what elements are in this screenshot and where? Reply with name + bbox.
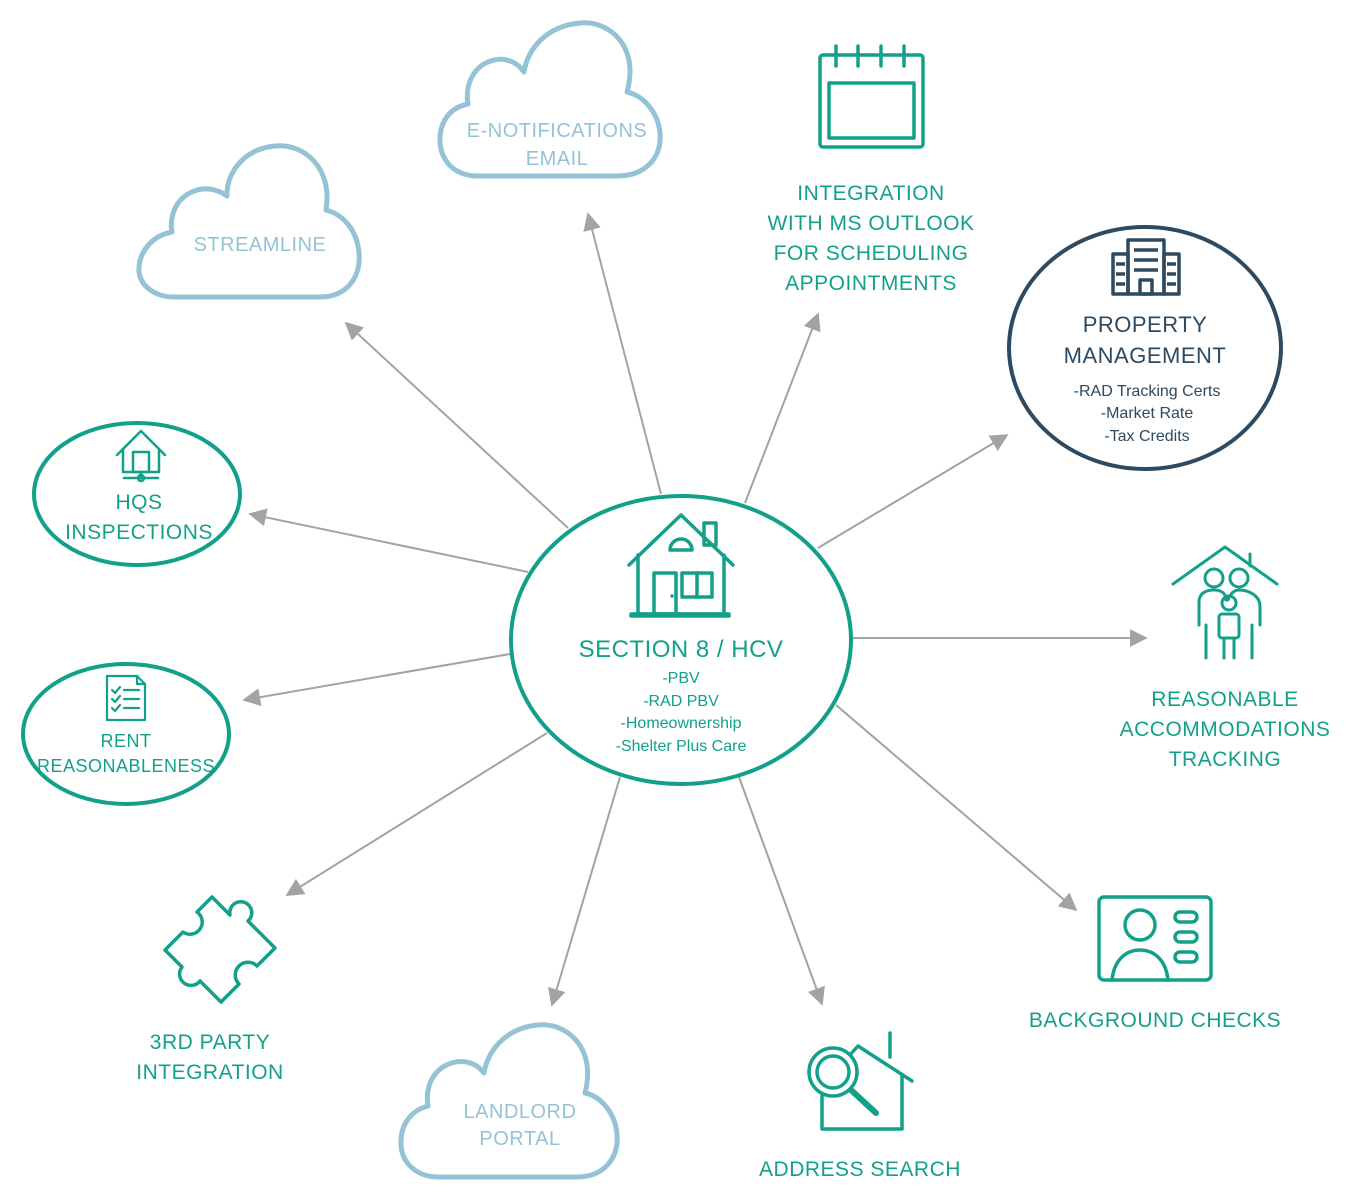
center-item-1: -PBV — [662, 670, 700, 687]
id-card-icon — [1097, 895, 1213, 982]
third-party-label-line-1: 3RD PARTY — [150, 1031, 270, 1054]
center-title: SECTION 8 / HCV — [579, 636, 784, 663]
outlook-label-line-2: WITH MS OUTLOOK — [768, 212, 975, 235]
streamline-node: STREAMLINE — [136, 143, 362, 300]
home-inspection-icon — [115, 429, 167, 483]
cloud-icon — [437, 20, 663, 179]
connectors — [242, 212, 1148, 1007]
center-item-4: -Shelter Plus Care — [616, 738, 747, 755]
outlook-label-line-1: INTEGRATION — [797, 182, 944, 205]
third-party-node: 3RD PARTY INTEGRATION — [136, 895, 283, 1084]
arrow-to-streamline — [344, 321, 569, 529]
landlord-node: LANDLORD PORTAL — [398, 1022, 620, 1180]
property-label-line-2: MANAGEMENT — [1064, 343, 1227, 368]
arrow-to-third-party — [285, 732, 548, 896]
arrow-to-hqs — [248, 508, 529, 573]
house-search-icon — [807, 1031, 914, 1131]
center-ellipse — [509, 494, 853, 786]
rent-label-line-1: RENT — [101, 731, 152, 751]
center-item-3: -Homeownership — [621, 715, 742, 732]
calendar-icon — [818, 44, 925, 149]
rent-node: RENT REASONABLENESS — [21, 662, 231, 806]
outlook-label-line-3: FOR SCHEDULING — [774, 242, 969, 265]
hqs-label-line-1: HQS — [115, 491, 162, 514]
reasonable-label-line-1: REASONABLE — [1151, 688, 1298, 711]
arrow-to-address — [738, 776, 825, 1006]
cloud-icon — [398, 1022, 620, 1180]
hqs-node: HQS INSPECTIONS — [32, 421, 242, 567]
property-label-line-1: PROPERTY — [1083, 312, 1208, 337]
e-notifications-label-line-1: E-NOTIFICATIONS — [467, 120, 647, 142]
house-icon — [627, 513, 735, 618]
e-notifications-node: E-NOTIFICATIONS EMAIL — [437, 20, 663, 179]
hqs-ellipse — [32, 421, 242, 567]
property-ellipse — [1007, 225, 1283, 471]
arrow-to-property — [817, 434, 1009, 549]
arrow-to-rent — [242, 653, 511, 707]
family-home-icon — [1171, 545, 1279, 660]
arrow-to-e-notifications — [583, 212, 662, 495]
rent-label-line-2: REASONABLENESS — [37, 756, 215, 776]
landlord-label-line-1: LANDLORD — [464, 1101, 577, 1123]
third-party-label-line-2: INTEGRATION — [136, 1061, 283, 1084]
background-node: BACKGROUND CHECKS — [1029, 895, 1281, 1032]
property-item-3: -Tax Credits — [1104, 428, 1189, 445]
background-label: BACKGROUND CHECKS — [1029, 1009, 1281, 1032]
landlord-label-line-2: PORTAL — [479, 1128, 560, 1150]
center-node: SECTION 8 / HCV -PBV -RAD PBV -Homeowner… — [509, 494, 853, 786]
rent-ellipse — [21, 662, 231, 806]
outlook-node: INTEGRATION WITH MS OUTLOOK FOR SCHEDULI… — [768, 44, 975, 295]
reasonable-node: REASONABLE ACCOMMODATIONS TRACKING — [1120, 545, 1331, 771]
property-item-1: -RAD Tracking Certs — [1074, 383, 1221, 400]
reasonable-label-line-3: TRACKING — [1169, 748, 1282, 771]
center-item-2: -RAD PBV — [643, 693, 719, 710]
e-notifications-label-line-2: EMAIL — [526, 148, 589, 170]
checklist-icon — [105, 674, 147, 722]
streamline-label: STREAMLINE — [194, 234, 327, 256]
arrow-to-background — [835, 704, 1078, 912]
arrow-to-outlook — [744, 312, 821, 504]
arrow-to-landlord — [548, 776, 621, 1007]
puzzle-icon — [163, 895, 277, 1004]
property-node: PROPERTY MANAGEMENT -RAD Tracking Certs … — [1007, 225, 1283, 471]
reasonable-label-line-2: ACCOMMODATIONS — [1120, 718, 1331, 741]
outlook-label-line-4: APPOINTMENTS — [785, 272, 957, 295]
hqs-label-line-2: INSPECTIONS — [65, 521, 213, 544]
building-icon — [1111, 238, 1181, 296]
cloud-icon — [136, 143, 362, 300]
property-item-2: -Market Rate — [1101, 405, 1194, 422]
address-label: ADDRESS SEARCH — [759, 1158, 961, 1181]
address-node: ADDRESS SEARCH — [759, 1031, 961, 1181]
